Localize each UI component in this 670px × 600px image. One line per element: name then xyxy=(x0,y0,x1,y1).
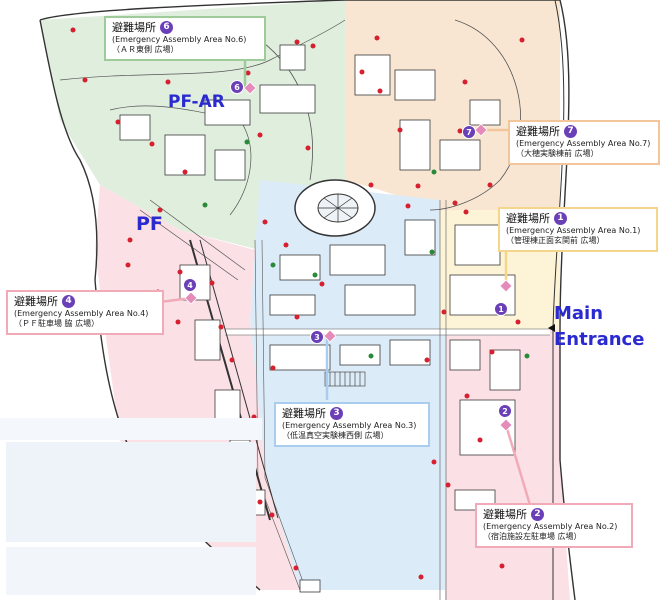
callout-4-number: 4 xyxy=(62,295,75,309)
callout-7-title: 避難場所 xyxy=(516,125,560,138)
marker-6[interactable]: 6 xyxy=(230,80,244,94)
callout-7-jp: （大穂実験棟前 広場） xyxy=(516,148,599,158)
red-dots xyxy=(70,27,525,580)
callout-4-en: (Emergency Assembly Area No.4) xyxy=(14,308,149,318)
parking-grid xyxy=(324,371,366,387)
green-dots xyxy=(202,139,530,458)
callout-3-title: 避難場所 xyxy=(282,407,326,420)
marker-2[interactable]: 2 xyxy=(498,404,512,418)
label-pf-ar: PF-AR xyxy=(168,92,225,112)
callout-6-jp: （ＡＲ東側 広場） xyxy=(112,44,179,54)
callout-3-number: 3 xyxy=(330,407,343,421)
callout-4-jp: （ＰＦ駐車場 脇 広場） xyxy=(14,318,100,328)
callout-6-number: 6 xyxy=(160,21,173,35)
callout-1-title: 避難場所 xyxy=(506,212,550,225)
main-road-horizontal-edge xyxy=(225,328,550,336)
side-panel-middle xyxy=(6,442,256,542)
callout-area-3: 避難場所 3 (Emergency Assembly Area No.3) （低温… xyxy=(274,402,430,447)
callout-6-en: (Emergency Assembly Area No.6) xyxy=(112,34,247,44)
callout-area-6: 避難場所 6 (Emergency Assembly Area No.6) （ＡＲ… xyxy=(104,16,266,61)
callout-3-jp: （低温真空実験棟西側 広場） xyxy=(282,430,389,440)
road-arc-north xyxy=(59,19,346,81)
side-panel-bottom xyxy=(6,547,256,595)
label-main-entrance: Main Entrance xyxy=(554,303,645,350)
side-panel-top xyxy=(0,418,262,440)
zone-blue xyxy=(250,180,445,590)
callout-1-jp: （管理棟正面玄関前 広場） xyxy=(506,235,605,245)
callout-2-en: (Emergency Assembly Area No.2) xyxy=(483,521,618,531)
callout-area-7: 避難場所 7 (Emergency Assembly Area No.7) （大穂… xyxy=(508,120,660,165)
callout-1-en: (Emergency Assembly Area No.1) xyxy=(506,225,641,235)
callout-2-number: 2 xyxy=(531,508,544,522)
marker-1[interactable]: 1 xyxy=(494,302,508,316)
main-entrance-arrow xyxy=(548,324,555,332)
marker-3[interactable]: 3 xyxy=(310,330,324,344)
marker-4[interactable]: 4 xyxy=(183,278,197,292)
callout-area-4: 避難場所 4 (Emergency Assembly Area No.4) （ＰＦ… xyxy=(6,290,164,335)
callout-4-title: 避難場所 xyxy=(14,295,58,308)
label-pf: PF xyxy=(136,213,163,235)
linac-line-2 xyxy=(199,239,279,519)
callout-6-title: 避難場所 xyxy=(112,21,156,34)
callout-area-2: 避難場所 2 (Emergency Assembly Area No.2) （宿泊… xyxy=(475,503,633,548)
assembly-diamonds xyxy=(184,81,513,432)
callout-7-en: (Emergency Assembly Area No.7) xyxy=(516,138,651,148)
callout-2-title: 避難場所 xyxy=(483,508,527,521)
marker-7[interactable]: 7 xyxy=(462,125,476,139)
callout-3-en: (Emergency Assembly Area No.3) xyxy=(282,420,417,430)
road-vertical-east xyxy=(439,200,447,600)
campus-east-road xyxy=(552,0,565,600)
callout-1-number: 1 xyxy=(554,212,567,226)
callout-2-jp: （宿泊施設左駐車場 広場） xyxy=(483,531,582,541)
road-diagonal-pf xyxy=(139,199,246,281)
callout-area-1: 避難場所 1 (Emergency Assembly Area No.1) （管理… xyxy=(498,207,658,252)
ring-spokes xyxy=(318,194,358,222)
callout-7-number: 7 xyxy=(564,125,577,139)
zone-orange xyxy=(345,0,560,210)
